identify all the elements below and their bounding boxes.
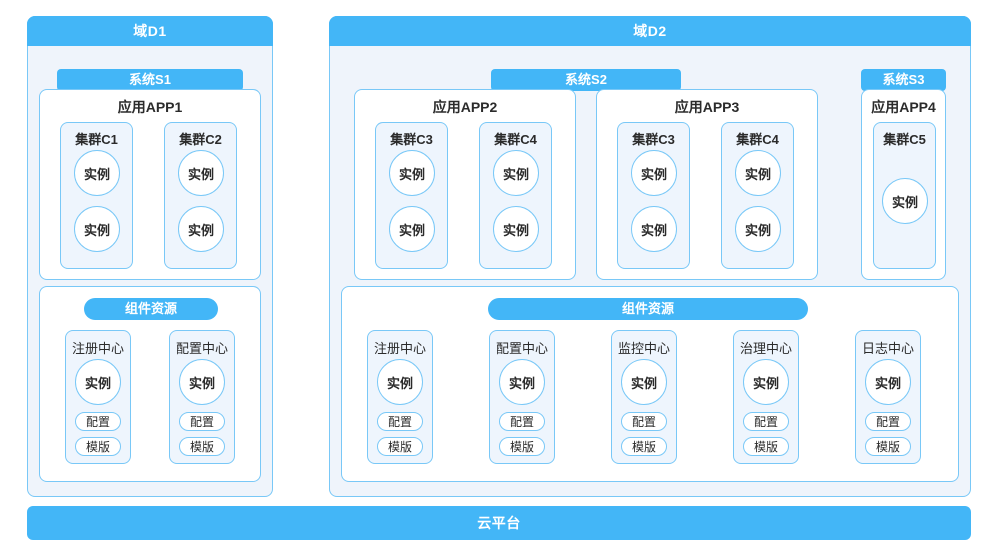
instance-node: 实例: [493, 206, 539, 252]
system-label-s2: 系统S2: [491, 69, 681, 91]
domain-panel-d2: 域D2 系统S2 系统S3 应用APP2 集群C3 实例 实例 集群C4 实例 …: [329, 16, 971, 497]
domain-title-d1: 域D1: [27, 16, 273, 46]
component-card-log-center: 日志中心 实例 配置 模版: [855, 330, 921, 464]
cluster-box-c4: 集群C4 实例 实例: [479, 122, 552, 269]
component-title: 注册中心: [373, 341, 426, 356]
component-title: 治理中心: [739, 341, 792, 356]
app-box-app2: 应用APP2 集群C3 实例 实例 集群C4 实例 实例: [354, 89, 576, 280]
config-tag: 配置: [179, 412, 225, 431]
template-tag: 模版: [75, 437, 121, 456]
template-tag: 模版: [499, 437, 545, 456]
instance-node: 实例: [631, 206, 677, 252]
cluster-title-c4: 集群C4: [494, 132, 537, 147]
cluster-box-c3: 集群C3 实例 实例: [617, 122, 690, 269]
component-resources-d2: 组件资源 注册中心 实例 配置 模版 配置中心 实例 配置 模版 监控中心 实例…: [341, 286, 959, 482]
component-resources-d1: 组件资源 注册中心 实例 配置 模版 配置中心 实例 配置 模版: [39, 286, 261, 482]
system-label-s1: 系统S1: [57, 69, 243, 91]
template-tag: 模版: [377, 437, 423, 456]
component-title: 配置中心: [175, 341, 228, 356]
cluster-title-c1: 集群C1: [75, 132, 118, 147]
instance-node: 实例: [735, 206, 781, 252]
component-resources-label: 组件资源: [488, 298, 808, 320]
system-label-s3: 系统S3: [861, 69, 946, 91]
instance-node: 实例: [389, 150, 435, 196]
domain-panel-d1: 域D1 系统S1 应用APP1 集群C1 实例 实例 集群C2 实例 实例 组件…: [27, 16, 273, 497]
component-title: 监控中心: [617, 341, 670, 356]
template-tag: 模版: [179, 437, 225, 456]
config-tag: 配置: [499, 412, 545, 431]
cluster-title-c2: 集群C2: [179, 132, 222, 147]
component-card-register-center: 注册中心 实例 配置 模版: [65, 330, 131, 464]
component-card-register-center: 注册中心 实例 配置 模版: [367, 330, 433, 464]
config-tag: 配置: [75, 412, 121, 431]
instance-node: 实例: [74, 206, 120, 252]
component-card-config-center: 配置中心 实例 配置 模版: [489, 330, 555, 464]
instance-node: 实例: [377, 359, 423, 405]
cluster-box-c5: 集群C5 实例: [873, 122, 936, 269]
instance-node: 实例: [735, 150, 781, 196]
cluster-title-c5: 集群C5: [883, 132, 926, 147]
config-tag: 配置: [865, 412, 911, 431]
template-tag: 模版: [621, 437, 667, 456]
app-box-app4: 应用APP4 集群C5 实例: [861, 89, 946, 280]
cluster-box-c4: 集群C4 实例 实例: [721, 122, 794, 269]
cluster-title-c4: 集群C4: [736, 132, 779, 147]
cluster-title-c3: 集群C3: [390, 132, 433, 147]
instance-node: 实例: [865, 359, 911, 405]
instance-node: 实例: [178, 206, 224, 252]
cluster-box-c3: 集群C3 实例 实例: [375, 122, 448, 269]
instance-node: 实例: [178, 150, 224, 196]
component-title: 注册中心: [71, 341, 124, 356]
app-box-app1: 应用APP1 集群C1 实例 实例 集群C2 实例 实例: [39, 89, 261, 280]
instance-node: 实例: [621, 359, 667, 405]
component-card-config-center: 配置中心 实例 配置 模版: [169, 330, 235, 464]
instance-node: 实例: [631, 150, 677, 196]
component-title: 日志中心: [861, 341, 914, 356]
app-title-app1: 应用APP1: [117, 99, 183, 115]
instance-node: 实例: [179, 359, 225, 405]
instance-node: 实例: [743, 359, 789, 405]
component-title: 配置中心: [495, 341, 548, 356]
instance-node: 实例: [74, 150, 120, 196]
app-box-app3: 应用APP3 集群C3 实例 实例 集群C4 实例 实例: [596, 89, 818, 280]
cloud-platform-bar: 云平台: [27, 506, 971, 540]
instance-node: 实例: [493, 150, 539, 196]
instance-node: 实例: [882, 178, 928, 224]
app-title-app4: 应用APP4: [871, 99, 936, 115]
domain-title-d2: 域D2: [329, 16, 971, 46]
component-card-monitor-center: 监控中心 实例 配置 模版: [611, 330, 677, 464]
app-title-app3: 应用APP3: [674, 99, 740, 115]
cluster-box-c2: 集群C2 实例 实例: [164, 122, 237, 269]
instance-node: 实例: [499, 359, 545, 405]
config-tag: 配置: [621, 412, 667, 431]
app-title-app2: 应用APP2: [432, 99, 498, 115]
cluster-box-c1: 集群C1 实例 实例: [60, 122, 133, 269]
cluster-title-c3: 集群C3: [632, 132, 675, 147]
instance-node: 实例: [389, 206, 435, 252]
template-tag: 模版: [743, 437, 789, 456]
template-tag: 模版: [865, 437, 911, 456]
config-tag: 配置: [377, 412, 423, 431]
component-card-governance-center: 治理中心 实例 配置 模版: [733, 330, 799, 464]
instance-node: 实例: [75, 359, 121, 405]
component-resources-label: 组件资源: [84, 298, 218, 320]
config-tag: 配置: [743, 412, 789, 431]
